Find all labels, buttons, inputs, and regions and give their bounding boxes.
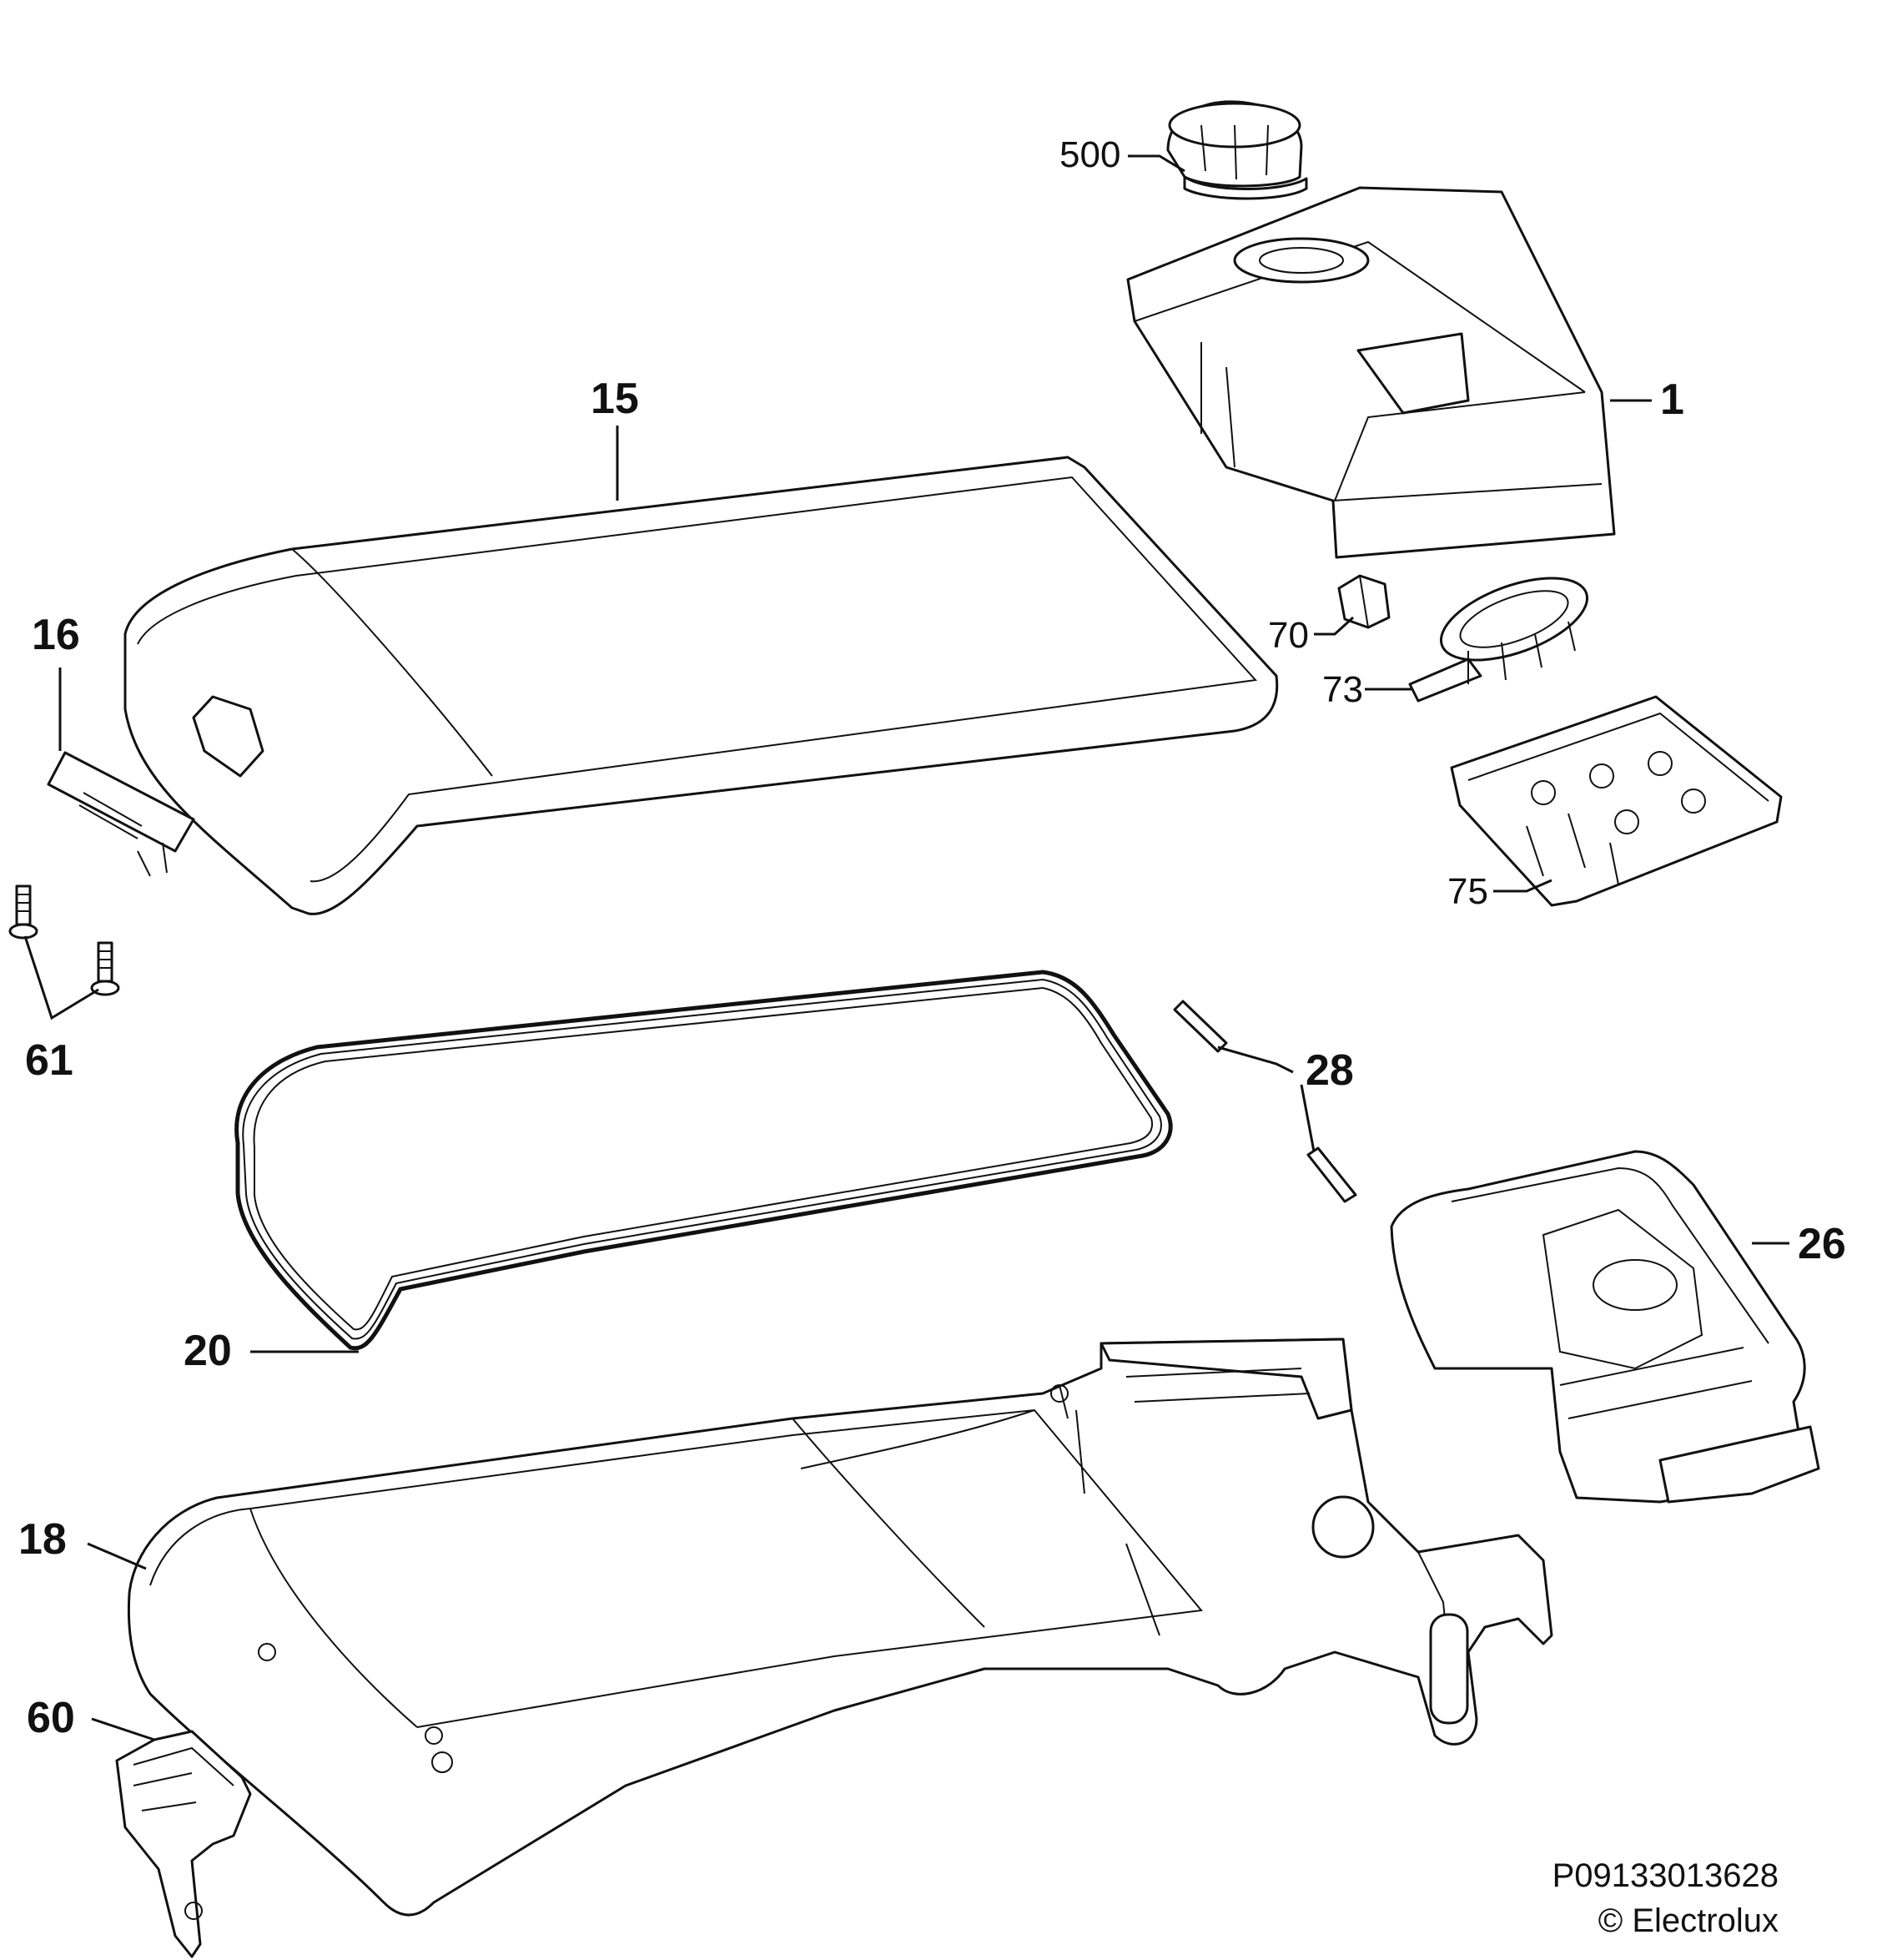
- leader-61: [23, 935, 99, 1020]
- callout-70: 70: [1268, 615, 1309, 656]
- leader-28a: [1217, 1046, 1294, 1074]
- leader-75: [1493, 879, 1552, 893]
- callout-20: 20: [184, 1327, 232, 1375]
- callout-60: 60: [27, 1694, 75, 1742]
- part-61-screw-a[interactable]: [8, 884, 38, 940]
- callout-26: 26: [1798, 1220, 1846, 1268]
- callout-61: 61: [25, 1036, 73, 1085]
- part-20-lid-seal[interactable]: [234, 970, 1173, 1351]
- part-16-cover-plate[interactable]: [47, 751, 195, 877]
- callout-500: 500: [1059, 134, 1120, 175]
- callout-28: 28: [1306, 1046, 1354, 1095]
- leader-500: [1128, 154, 1185, 173]
- leader-28b: [1300, 1084, 1316, 1152]
- part-28-pin-a[interactable]: [1173, 1000, 1228, 1053]
- part-73-ring-holder[interactable]: [1408, 562, 1598, 703]
- callout-15: 15: [591, 375, 639, 423]
- leader-70: [1314, 616, 1355, 636]
- callout-16: 16: [32, 611, 80, 659]
- part-28-pin-b[interactable]: [1306, 1146, 1357, 1203]
- part-18-top-panel-body[interactable]: [127, 1338, 1553, 1917]
- part-1-control-panel-housing[interactable]: [1126, 186, 1616, 559]
- part-70-clip[interactable]: [1337, 574, 1391, 629]
- leader-18: [87, 1542, 147, 1570]
- copyright-notice: © Electrolux: [1598, 1902, 1779, 1939]
- callout-73: 73: [1322, 669, 1363, 710]
- callout-1: 1: [1660, 375, 1684, 424]
- part-15-lid[interactable]: [123, 456, 1279, 915]
- part-61-screw-b[interactable]: [90, 941, 120, 996]
- part-26-drawer-housing[interactable]: [1390, 1150, 1820, 1504]
- part-60-latch[interactable]: [115, 1730, 252, 1958]
- part-500-knob[interactable]: [1166, 100, 1308, 200]
- callout-18: 18: [18, 1515, 67, 1564]
- callout-75: 75: [1447, 871, 1488, 912]
- part-75-electronic-module[interactable]: [1450, 695, 1783, 907]
- leader-60: [91, 1717, 155, 1741]
- diagram-code: P09133013628: [1552, 1857, 1779, 1894]
